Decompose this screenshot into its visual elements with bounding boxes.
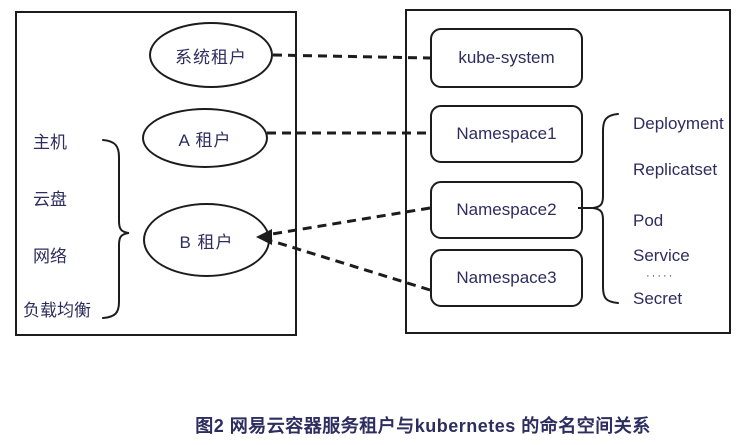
tenant-ellipse-system: 系统租户 — [149, 22, 273, 88]
k8s-object-deployment: Deployment — [633, 114, 724, 133]
resource-label-host: 主机 — [33, 133, 67, 152]
k8s-object-replicatset: Replicatset — [633, 160, 718, 179]
namespace-label-1: Namespace1 — [456, 124, 557, 143]
namespace-label-kube-system: kube-system — [458, 48, 555, 67]
tenant-label-system: 系统租户 — [175, 47, 247, 67]
namespace-label-3: Namespace3 — [456, 268, 557, 287]
tenant-ellipse-a: A 租户 — [142, 108, 268, 168]
tenant-ellipse-b: B 租户 — [143, 203, 270, 277]
figure-caption: 图2 网易云容器服务租户与kubernetes 的命名空间关系 — [195, 416, 651, 436]
namespace-box-kube-system: kube-system — [430, 28, 583, 88]
tenant-label-a: A 租户 — [178, 130, 232, 150]
resource-label-cloud-disk: 云盘 — [33, 190, 67, 209]
namespace-box-2: Namespace2 — [430, 181, 583, 239]
resource-label-network: 网络 — [33, 247, 67, 266]
namespace-box-1: Namespace1 — [430, 105, 583, 163]
namespace-label-2: Namespace2 — [456, 200, 557, 219]
k8s-object-pod: Pod — [633, 211, 664, 230]
tenant-label-b: B 租户 — [179, 232, 234, 252]
resource-label-load-balancer: 负载均衡 — [23, 301, 91, 320]
k8s-object-ellipsis: ····· — [646, 270, 675, 282]
k8s-object-secret: Secret — [633, 289, 683, 308]
k8s-object-service: Service — [633, 246, 690, 265]
namespace-box-3: Namespace3 — [430, 249, 583, 307]
